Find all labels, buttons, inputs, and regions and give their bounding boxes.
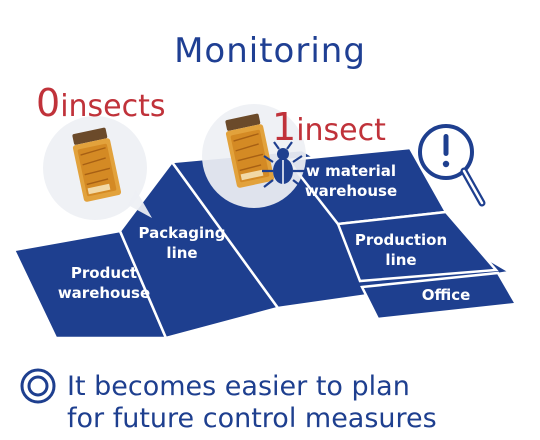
page-title: Monitoring [174, 31, 366, 71]
right-trap-count: 1insect [272, 105, 386, 149]
right-count-number: 1 [272, 105, 296, 149]
product-warehouse-label-1: Product [71, 264, 137, 282]
conclusion-line-2: for future control measures [67, 403, 437, 434]
insect-icon [262, 141, 304, 188]
trap-bubble-left [43, 116, 152, 220]
raw-material-label-1: w material [306, 162, 396, 180]
production-line-label-2: line [385, 251, 416, 269]
product-warehouse-label-2: warehouse [58, 284, 150, 302]
production-line-zone [336, 210, 499, 283]
office-label: Office [422, 286, 471, 304]
packaging-line-label-1: Packaging [139, 224, 226, 242]
office-zone [360, 271, 519, 321]
left-count-number: 0 [36, 81, 60, 125]
double-circle-icon [20, 368, 56, 404]
left-count-unit: insects [60, 89, 165, 124]
trap-bubble-right [202, 104, 306, 208]
sticky-trap-icon [72, 127, 122, 202]
conclusion-line-1: It becomes easier to plan [67, 371, 410, 402]
magnifier-exclamation-icon [418, 124, 486, 207]
left-trap-count: 0insects [36, 81, 166, 125]
production-line-label-1: Production [355, 231, 447, 249]
right-count-unit: insect [296, 113, 386, 148]
raw-material-label-2: warehouse [305, 182, 397, 200]
sticky-trap-icon [225, 113, 275, 188]
packaging-line-label-2: line [166, 244, 197, 262]
